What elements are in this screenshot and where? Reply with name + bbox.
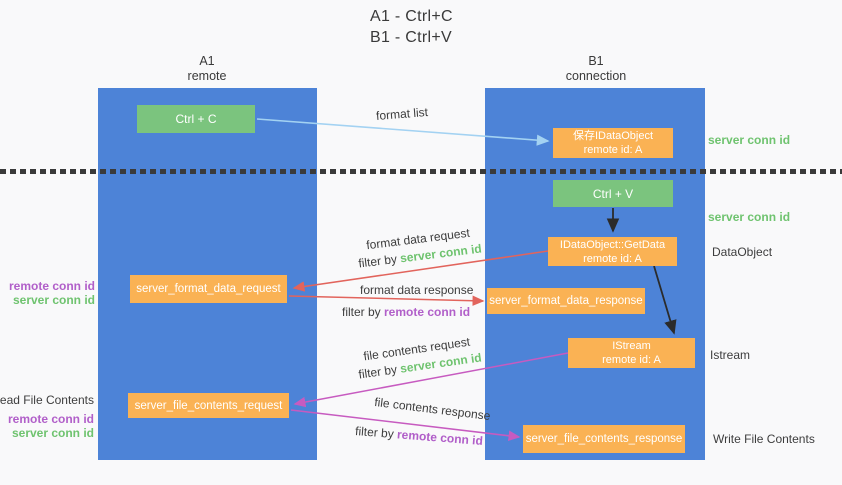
filter-by-text: filter by: [357, 361, 402, 382]
format-response-label: server_format_data_response: [489, 295, 643, 307]
server-conn-id-side-label-mid: server conn id: [708, 210, 791, 224]
ctrl-c-node: Ctrl + C: [137, 105, 255, 133]
ctrl-c-label: Ctrl + C: [175, 112, 217, 126]
ctrl-v-label: Ctrl + V: [592, 186, 634, 201]
filter-by-remote-conn-id-label-2: filter by remote conn id: [355, 424, 484, 448]
read-file-contents-label: Read File Contents: [0, 393, 94, 407]
lifeline-header-b1: B1 connection: [536, 54, 656, 84]
remote-conn-id-text: remote conn id: [384, 305, 471, 319]
file-request-node: server_file_contents_request: [128, 393, 289, 418]
lifeline-b1-name: B1: [588, 54, 604, 68]
left-conn-id-stack-format: remote conn id server conn id: [9, 279, 95, 307]
getdata-node: IDataObject::GetData remote id: A: [548, 237, 677, 266]
istream-side-label: Istream: [710, 348, 751, 362]
left-conn-id-stack-file: Read File Contents remote conn id server…: [0, 393, 94, 440]
write-file-contents-label: Write File Contents: [713, 432, 815, 446]
getdata-line2: remote id: A: [583, 252, 642, 265]
save-idataobject-line2: remote id: A: [583, 144, 643, 156]
filter-by-text: filter by: [357, 251, 402, 271]
diagram-title: A1 - Ctrl+C B1 - Ctrl+V: [370, 6, 453, 48]
server-conn-id-side-label-top: server conn id: [708, 133, 791, 147]
format-response-node: server_format_data_response: [487, 288, 645, 314]
save-idataobject-node: 保存IDataObject remote id: A: [553, 128, 673, 158]
save-idataobject-line1: 保存IDataObject: [572, 130, 654, 142]
istream-node: IStream remote id: A: [568, 338, 695, 368]
getdata-line1: IDataObject::GetData: [559, 238, 666, 251]
format-data-response-label: format data response: [360, 283, 474, 297]
remote-conn-id-text: remote conn id: [396, 427, 484, 449]
istream-line2: remote id: A: [602, 354, 661, 366]
filter-by-text: filter by: [342, 305, 385, 319]
server-conn-id-left-label-1: server conn id: [12, 293, 95, 307]
format-list-label: format list: [375, 104, 429, 124]
lifeline-a1-name: A1: [199, 54, 215, 68]
remote-conn-id-left-label-2: remote conn id: [7, 412, 94, 426]
ctrl-v-node: Ctrl + V: [553, 180, 673, 207]
server-conn-id-left-label-2: server conn id: [11, 426, 94, 440]
format-request-node: server_format_data_request: [130, 275, 287, 303]
lifeline-header-a1: A1 remote: [147, 54, 267, 84]
file-contents-response-label: file contents response: [373, 394, 492, 424]
lifeline-a1-subtitle: remote: [187, 69, 227, 83]
istream-line1: IStream: [612, 340, 651, 352]
lifeline-b1-subtitle: connection: [565, 69, 627, 83]
filter-by-remote-conn-id-label-1: filter by remote conn id: [342, 305, 470, 319]
dotted-separator-line: [0, 169, 842, 174]
dataobject-side-label: DataObject: [712, 245, 773, 259]
format-request-label: server_format_data_request: [136, 283, 281, 295]
file-response-label: server_file_contents_response: [525, 433, 683, 445]
title-line-1: A1 - Ctrl+C: [370, 8, 453, 25]
file-response-node: server_file_contents_response: [523, 425, 685, 453]
title-line-2: B1 - Ctrl+V: [370, 29, 452, 46]
remote-conn-id-left-label-1: remote conn id: [8, 279, 95, 293]
filter-by-text: filter by: [354, 423, 398, 442]
file-request-label: server_file_contents_request: [134, 399, 283, 412]
